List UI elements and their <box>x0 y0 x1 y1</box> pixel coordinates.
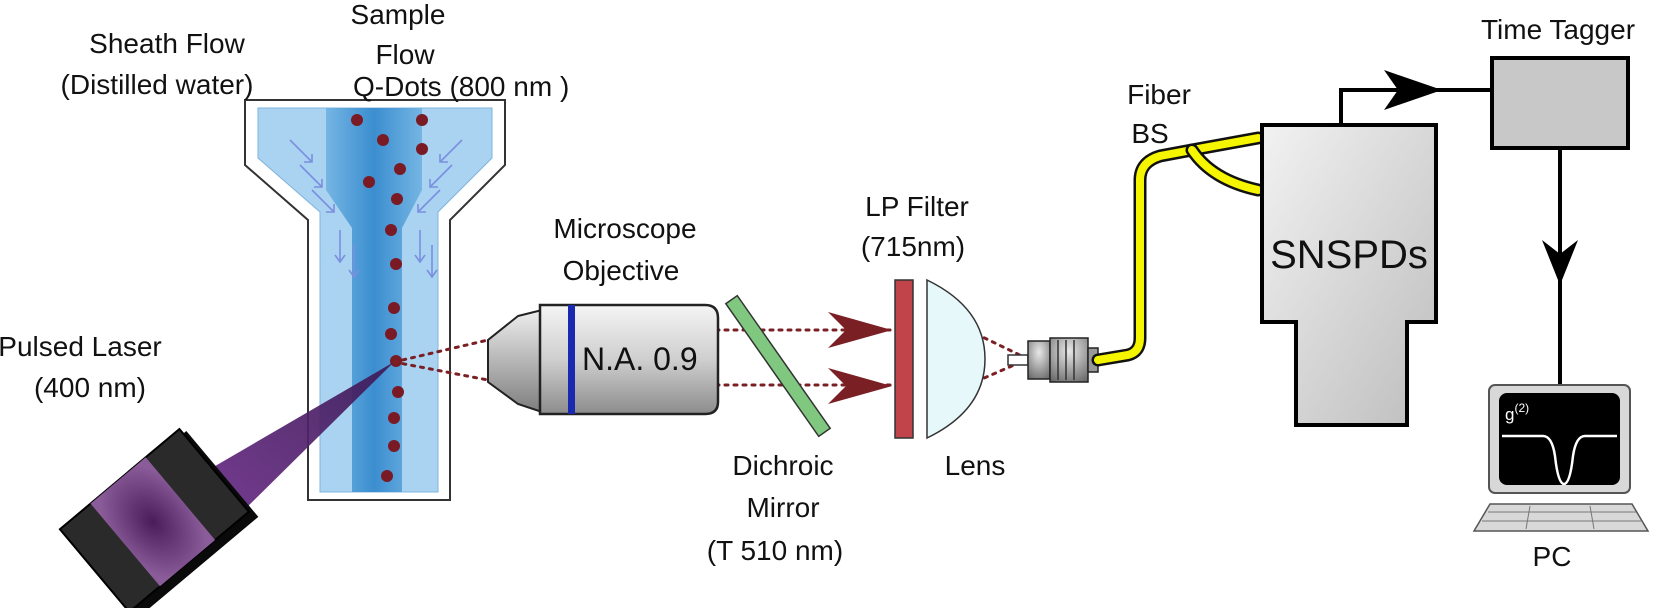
label-dichroic-2: Mirror <box>746 492 819 523</box>
label-dichroic-3: (T 510 nm) <box>707 535 843 566</box>
arrow-to-time-tagger <box>1384 70 1442 110</box>
qdot <box>388 412 400 424</box>
laser-aperture <box>90 457 216 587</box>
label-sample-flow-1: Sample <box>351 0 446 30</box>
pc-computer <box>1472 384 1650 532</box>
label-qdots: Q-Dots (800 nm ) <box>353 71 569 102</box>
label-g2-sup: (2) <box>1514 401 1529 415</box>
pulsed-laser <box>58 362 394 608</box>
pc-keyboard <box>1472 503 1650 532</box>
qdot <box>377 134 389 146</box>
microscope-objective <box>487 303 720 416</box>
label-numerical-aperture: N.A. 0.9 <box>582 341 698 377</box>
qdot <box>388 302 400 314</box>
lens <box>926 278 986 440</box>
label-fiber-bs-2: BS <box>1131 118 1168 149</box>
time-tagger-box <box>1490 56 1630 150</box>
laser-beam <box>198 362 394 518</box>
objective-body <box>538 303 720 416</box>
qdot <box>388 440 400 452</box>
qdot <box>381 470 393 482</box>
beam-arrow-lower <box>828 368 892 404</box>
qdot <box>385 328 397 340</box>
dichroic-mirror <box>724 294 832 438</box>
label-sample-flow-2: Flow <box>375 39 435 70</box>
qdot <box>351 114 363 126</box>
snspd-unit <box>1260 123 1438 427</box>
pc-screen <box>1499 393 1620 485</box>
qdot <box>394 163 406 175</box>
label-microscope-1: Microscope <box>553 213 696 244</box>
qdot <box>416 114 428 126</box>
g2-curve <box>1502 434 1617 486</box>
arrow-to-pc <box>1542 240 1578 285</box>
label-lp-filter-1: LP Filter <box>865 191 969 222</box>
label-microscope-2: Objective <box>563 255 680 286</box>
label-snspds: SNSPDs <box>1270 233 1428 277</box>
label-pc: PC <box>1533 541 1572 572</box>
label-dichroic-1: Dichroic <box>732 450 833 481</box>
beam-direction-arrows <box>828 312 892 404</box>
qdot <box>385 224 397 236</box>
objective-band <box>568 305 575 414</box>
label-pulsed-laser-1: Pulsed Laser <box>0 331 162 362</box>
beam-arrow-upper <box>828 312 892 348</box>
qdot <box>391 193 403 205</box>
qdot <box>392 386 404 398</box>
label-fiber-bs-1: Fiber <box>1127 79 1191 110</box>
sheath-flow-arrows <box>289 139 463 279</box>
label-lp-filter-2: (715nm) <box>861 231 965 262</box>
label-time-tagger: Time Tagger <box>1481 14 1635 45</box>
label-g2-base: g <box>1505 405 1514 424</box>
lp-filter <box>894 279 914 439</box>
label-sheath-flow-1: Sheath Flow <box>89 28 245 59</box>
qdot <box>390 258 402 270</box>
label-sheath-flow-2: (Distilled water) <box>61 69 254 100</box>
flow-cell <box>244 99 506 501</box>
label-g2: g(2) <box>1505 401 1529 424</box>
fiber-connector <box>1007 337 1099 383</box>
objective-nose <box>487 308 543 414</box>
optical-fiber <box>1091 131 1265 367</box>
qdot <box>363 176 375 188</box>
qdot <box>416 143 428 155</box>
label-lens: Lens <box>945 450 1006 481</box>
label-pulsed-laser-2: (400 nm) <box>34 372 146 403</box>
